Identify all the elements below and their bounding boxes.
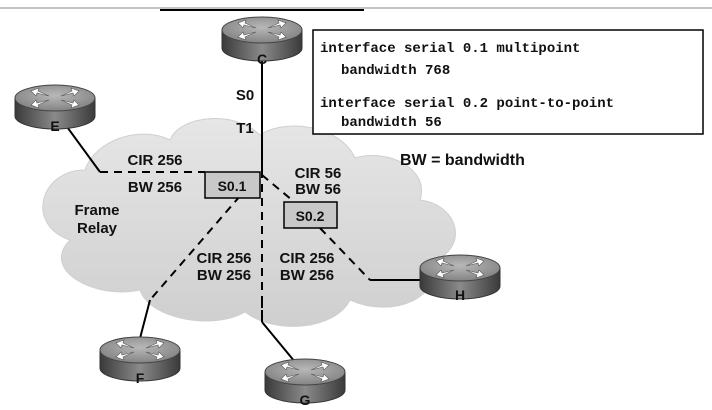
f-bw-label: BW 256 [197, 267, 251, 284]
bandwidth-legend: BW = bandwidth [400, 152, 525, 169]
config-line-1: interface serial 0.1 multipoint [320, 41, 580, 57]
router-h[interactable]: H [419, 254, 501, 303]
router-g-label: G [300, 392, 311, 408]
subinterface-s02[interactable]: S0.2 [283, 201, 338, 229]
f-cir-label: CIR 256 [196, 250, 251, 267]
config-line-3: interface serial 0.2 point-to-point [320, 96, 614, 112]
s0-label: S0 [236, 87, 254, 104]
h-cir-label: CIR 256 [279, 250, 334, 267]
c-cir-label: CIR 56 [295, 165, 342, 182]
router-c-label: C [257, 51, 267, 67]
link-h-dashed [319, 227, 371, 281]
router-h-label: H [455, 287, 465, 303]
router-e[interactable]: E [14, 84, 96, 134]
c-bw-label: BW 56 [295, 181, 341, 198]
router-e-label: E [50, 118, 59, 134]
s01-label: S0.1 [218, 178, 247, 194]
s02-label: S0.2 [296, 208, 325, 224]
subinterface-s01[interactable]: S0.1 [204, 171, 261, 199]
link-s01-to-s02 [261, 174, 293, 201]
link-f-dashed [149, 195, 241, 301]
cloud-label-line1: Frame [74, 202, 119, 219]
h-bw-label: BW 256 [280, 267, 334, 284]
router-f-label: F [136, 370, 145, 386]
config-box: interface serial 0.1 multipoint bandwidt… [312, 29, 704, 135]
router-g[interactable]: G [264, 358, 346, 408]
e-bw-label: BW 256 [128, 179, 182, 196]
cloud-label-line2: Relay [77, 220, 118, 237]
config-line-4: bandwidth 56 [341, 115, 442, 131]
t1-label: T1 [236, 120, 254, 137]
router-f[interactable]: F [99, 336, 181, 386]
router-c[interactable]: C [221, 16, 303, 67]
config-line-2: bandwidth 768 [341, 63, 450, 79]
e-cir-label: CIR 256 [127, 152, 182, 169]
